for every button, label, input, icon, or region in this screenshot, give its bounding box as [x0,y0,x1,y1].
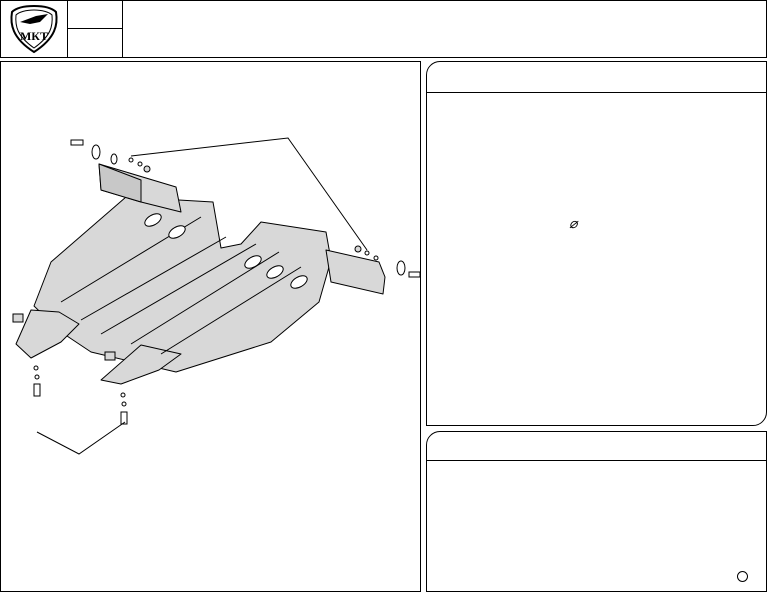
tools-header [427,432,766,461]
shield-logo-icon: МКТ [10,4,58,54]
drawing-panel [0,61,421,592]
logo-cell: МКТ [1,1,68,57]
skid-plate [33,196,332,373]
diameter-icon: ⌀ [569,215,578,231]
bolts-bottom [12,313,128,425]
code-cell-top [67,1,123,29]
mount-bracket-right-front [100,344,182,385]
code-cell-bottom [67,29,123,57]
tools-panel [426,431,767,592]
kit-contents-header [427,62,766,93]
bolt-top-left [70,139,151,173]
kit-contents-panel [426,61,767,426]
circle-icon [737,571,748,582]
bolt-right [354,245,420,278]
title-cell [124,1,766,57]
title-block: МКТ [0,0,767,58]
leader-line-top [130,137,368,251]
skid-plate-drawing [12,137,420,455]
svg-text:МКТ: МКТ [20,29,48,43]
leader-line-bottom [36,421,126,455]
mount-bracket-right-rear [325,249,386,295]
mount-bracket-left-front [15,309,80,359]
